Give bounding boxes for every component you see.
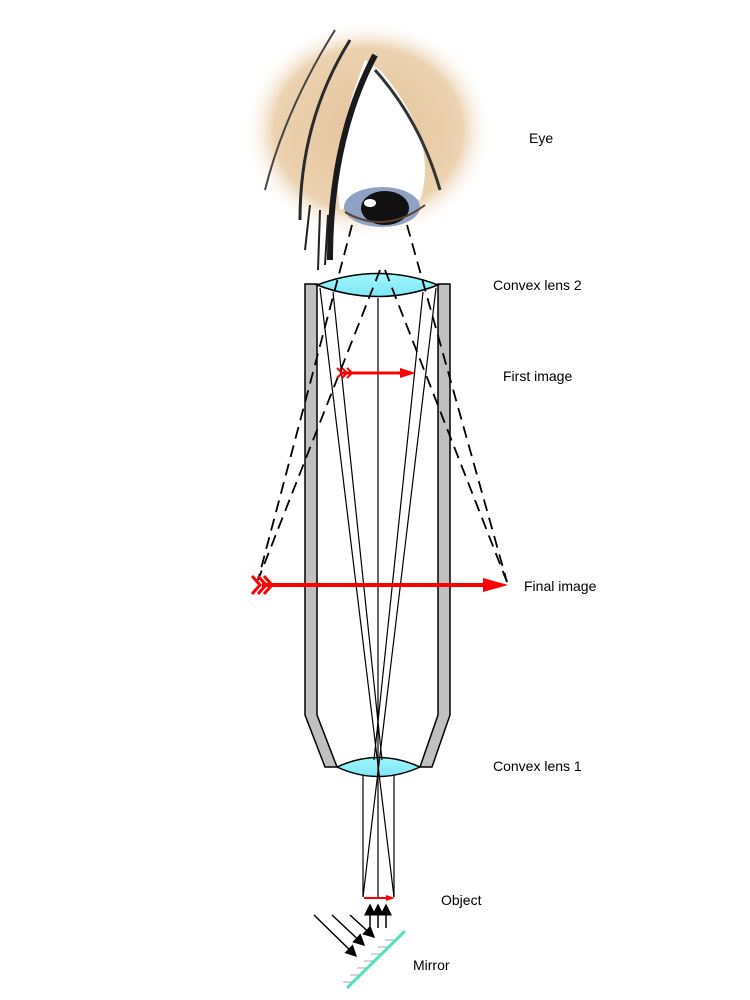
convex-lens-2 [314,272,441,298]
eye-illustration [243,20,493,271]
virtual-rays [257,224,508,583]
label-mirror: Mirror [413,957,450,973]
object-arrow [364,895,395,901]
label-first-image: First image [503,368,573,384]
tube-left-wall [304,283,339,768]
first-image-arrow [336,367,416,379]
final-image-arrow [250,575,508,595]
label-convex-lens-1: Convex lens 1 [493,758,582,774]
mirror [343,929,407,990]
reflected-light-arrows [364,903,392,928]
label-object: Object [441,892,482,908]
label-convex-lens-2: Convex lens 2 [493,277,582,293]
label-eye: Eye [529,130,554,146]
light-rays [319,287,437,898]
tube-right-wall [418,283,451,768]
incident-light-arrows [313,914,376,958]
label-final-image: Final image [524,578,597,594]
